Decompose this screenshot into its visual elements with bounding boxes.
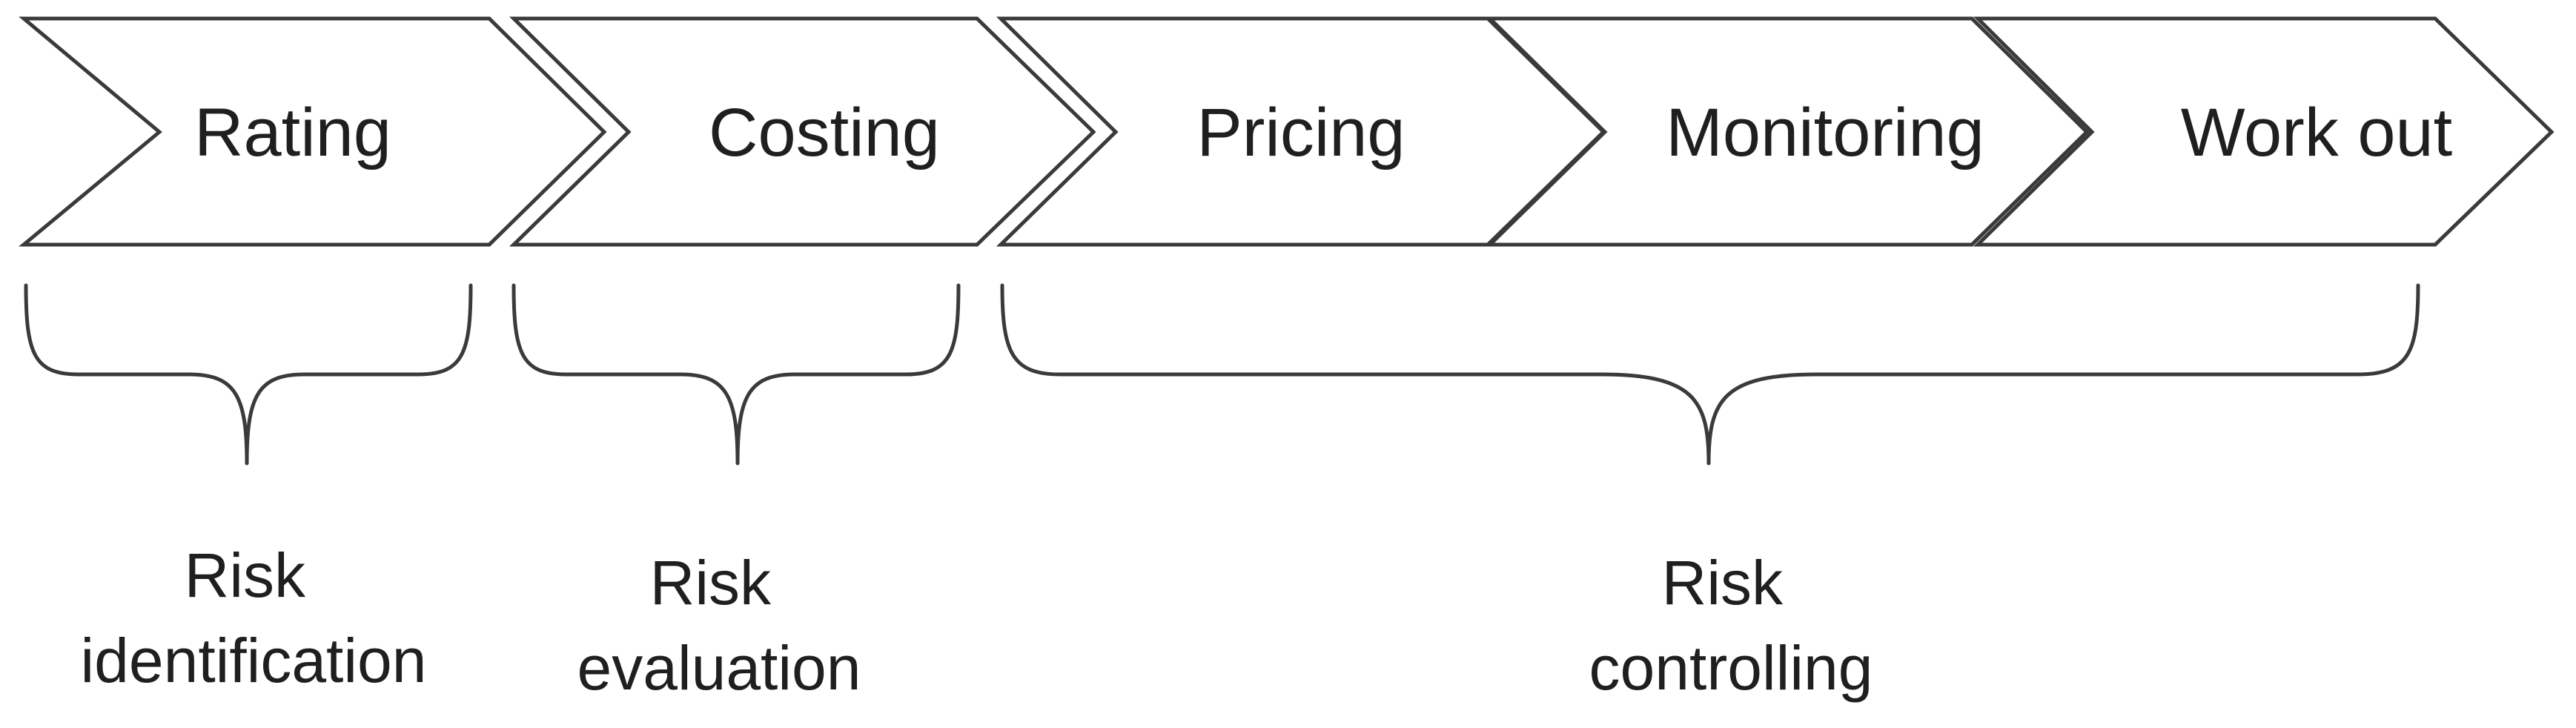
group-label-line2: evaluation <box>577 633 861 703</box>
group-label-controlling: Risk controlling <box>1589 548 1873 703</box>
step-label-pricing: Pricing <box>1196 95 1405 171</box>
group-label-line1: Risk <box>185 540 306 610</box>
brace-risk-controlling <box>1000 283 2420 466</box>
group-label-line1: Risk <box>650 548 772 618</box>
chevron-step-work-out: Work out <box>1973 16 2555 247</box>
group-label-identification: Risk identification <box>81 540 427 695</box>
chevron-shape <box>1973 16 2555 247</box>
brace-risk-identification <box>24 283 473 466</box>
group-braces <box>24 283 2420 466</box>
step-label-costing: Costing <box>709 95 940 171</box>
group-labels: Risk identification Risk evaluation Risk… <box>81 540 1873 703</box>
step-label-rating: Rating <box>194 95 391 171</box>
chevron-step-costing: Costing <box>509 16 1096 247</box>
process-chevrons: Rating Costing Pricing Monitoring Work o… <box>19 16 2555 247</box>
group-label-line1: Risk <box>1662 548 1784 618</box>
chevron-shape <box>19 16 607 247</box>
group-label-line2: identification <box>81 626 427 695</box>
brace-risk-evaluation <box>511 283 961 466</box>
step-label-work-out: Work out <box>2181 95 2452 171</box>
step-label-monitoring: Monitoring <box>1666 95 1984 171</box>
chevron-step-rating: Rating <box>19 16 607 247</box>
chevron-step-monitoring: Monitoring <box>1485 16 2090 247</box>
group-label-evaluation: Risk evaluation <box>577 548 861 703</box>
chevron-shape <box>1485 16 2090 247</box>
chevron-shape <box>509 16 1096 247</box>
chevron-step-pricing: Pricing <box>996 16 1606 247</box>
group-label-line2: controlling <box>1589 633 1873 703</box>
